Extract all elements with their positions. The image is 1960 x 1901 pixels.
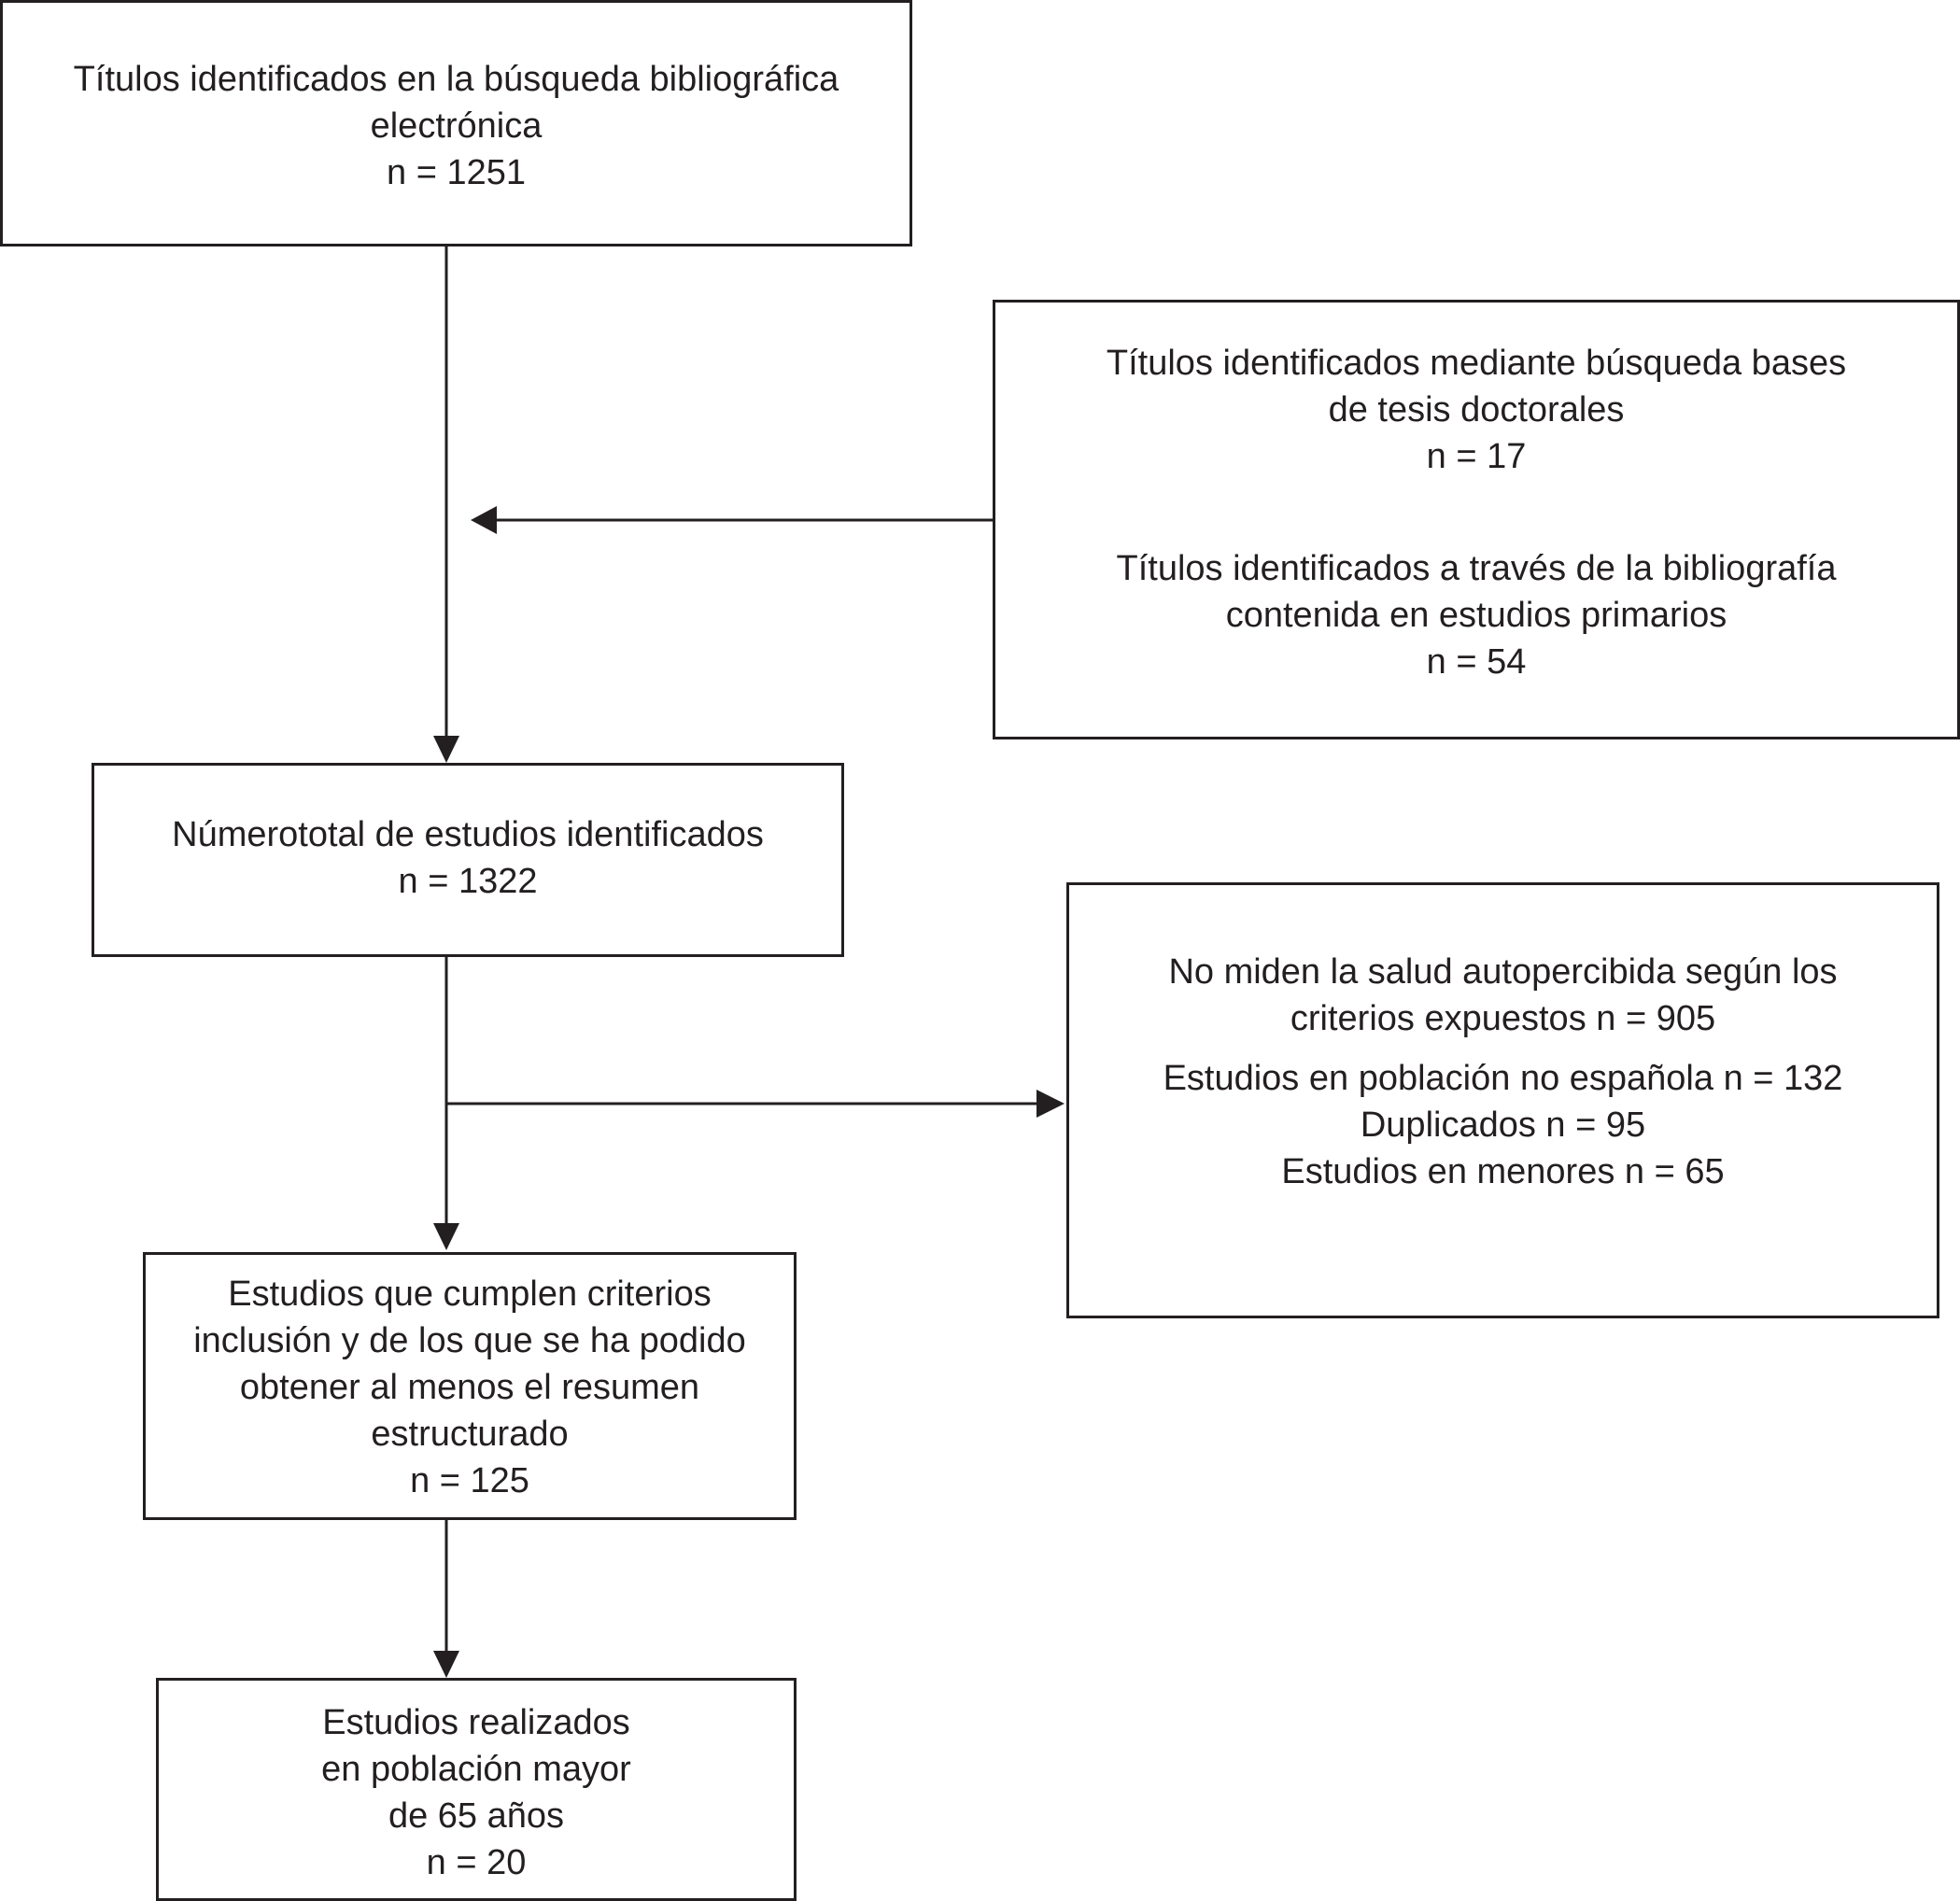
total-identified-box: Númerototal de estudios identificados n … [92,763,844,957]
additional-sources-box: Títulos identificados mediante búsqueda … [993,300,1960,739]
electronic-search-label-line2: electrónica [370,106,543,146]
older-population-label-line3: de 65 años [388,1796,565,1836]
inclusion-criteria-label-line4: estructurado [371,1415,569,1454]
exclusion-reason-non-spanish: Estudios en población no española n = 13… [1163,1059,1843,1098]
older-population-label-line2: en población mayor [321,1750,631,1789]
exclusion-reason-minors: Estudios en menores n = 65 [1281,1152,1725,1191]
arrowhead-down-total [433,736,459,763]
arrowhead-down-older [433,1651,459,1678]
older-population-label-line1: Estudios realizados [322,1703,630,1742]
exclusion-reason-self-perceived-line2: criterios expuestos n = 905 [1290,999,1716,1038]
total-identified-label: Númerototal de estudios identificados [172,815,764,854]
older-population-count: n = 20 [426,1843,527,1882]
excluded-studies-box: No miden la salud autopercibida según lo… [1066,882,1939,1318]
inclusion-criteria-label-line2: inclusión y de los que se ha podido [193,1321,746,1360]
electronic-search-count: n = 1251 [387,153,526,192]
arrowhead-left-additional [471,506,497,534]
primary-bibliography-label-line2: contenida en estudios primarios [1225,596,1727,635]
thesis-search-count: n = 17 [1426,437,1527,476]
electronic-search-box: Títulos identificados en la búsqueda bib… [0,0,912,246]
thesis-search-label-line1: Títulos identificados mediante búsqueda … [1106,344,1847,383]
thesis-search-label-line2: de tesis doctorales [1328,390,1625,429]
older-population-box: Estudios realizados en población mayor d… [156,1678,797,1901]
arrowhead-right-excluded [1036,1090,1065,1118]
inclusion-criteria-label-line3: obtener al menos el resumen [239,1368,700,1407]
exclusion-reason-duplicates: Duplicados n = 95 [1360,1105,1646,1145]
exclusion-reason-self-perceived-line1: No miden la salud autopercibida según lo… [1168,952,1838,992]
inclusion-criteria-label-line1: Estudios que cumplen criterios [228,1274,712,1314]
inclusion-criteria-box: Estudios que cumplen criterios inclusión… [143,1252,797,1520]
electronic-search-label-line1: Títulos identificados en la búsqueda bib… [73,60,839,99]
total-identified-count: n = 1322 [398,862,538,901]
inclusion-criteria-count: n = 125 [410,1461,529,1500]
primary-bibliography-count: n = 54 [1426,642,1527,682]
primary-bibliography-label-line1: Títulos identificados a través de la bib… [1116,549,1837,588]
arrowhead-down-inclusion [433,1223,459,1250]
